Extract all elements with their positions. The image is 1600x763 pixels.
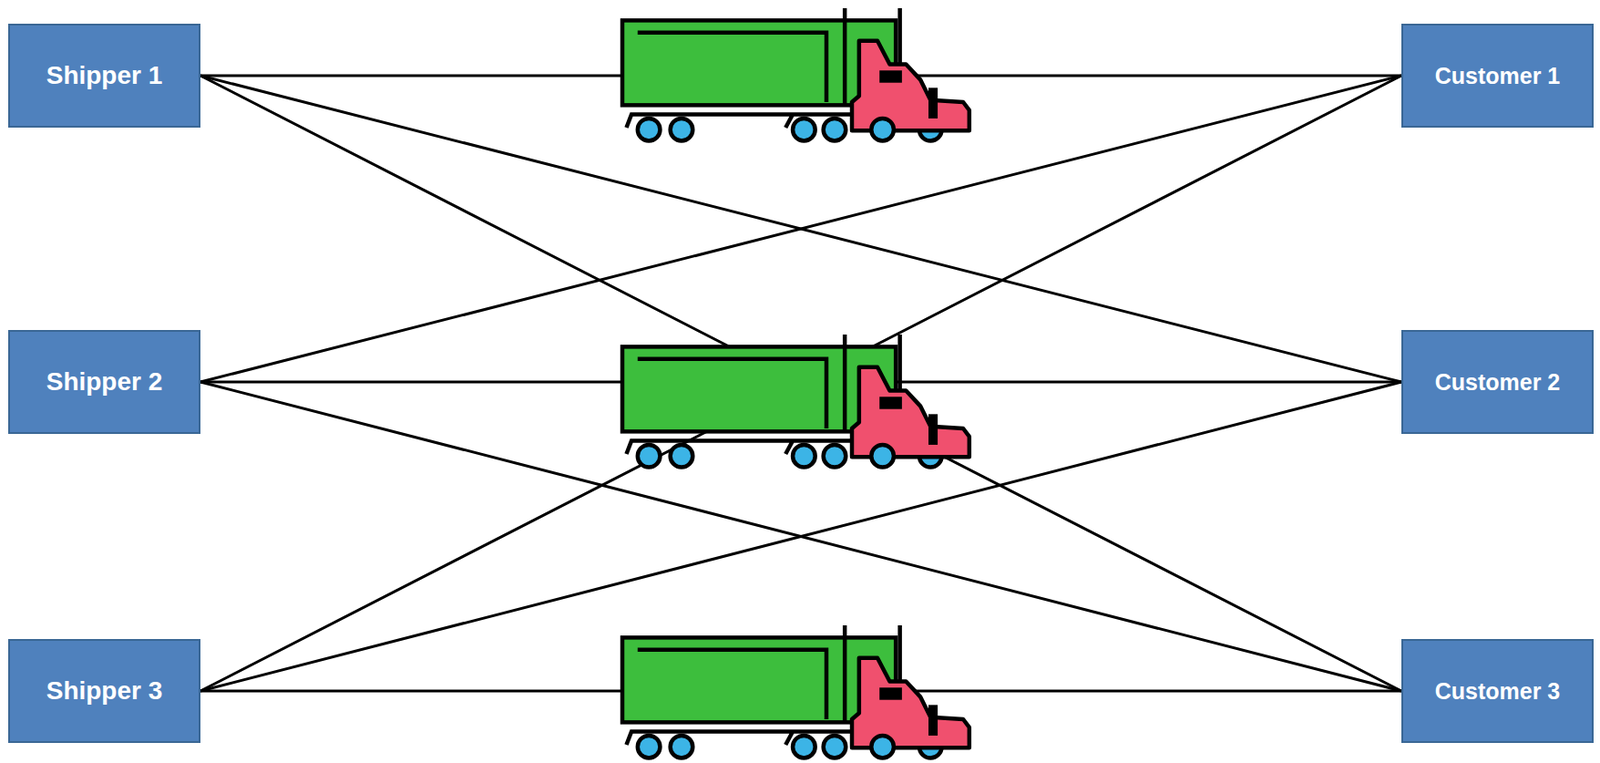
- truck-illustration: [622, 334, 970, 468]
- truck-illustration: [622, 625, 970, 759]
- place-label: Shipper 3: [46, 676, 164, 706]
- place-label: Customer 3: [1435, 677, 1561, 705]
- shipping-route: [200, 75, 1402, 691]
- place-box: Shipper 1: [8, 23, 201, 128]
- place-box: Shipper 3: [8, 638, 201, 743]
- place-label: Customer 2: [1435, 369, 1561, 396]
- place-box: Customer 3: [1401, 638, 1594, 743]
- place-label: Customer 1: [1435, 62, 1561, 90]
- truck-illustration: [622, 8, 970, 142]
- place-label: Shipper 1: [46, 61, 164, 91]
- place-box: Customer 2: [1401, 329, 1594, 434]
- place-box: Shipper 2: [8, 329, 201, 434]
- shipping-route: [200, 75, 1402, 691]
- place-label: Shipper 2: [46, 367, 164, 397]
- place-box: Customer 1: [1401, 23, 1594, 128]
